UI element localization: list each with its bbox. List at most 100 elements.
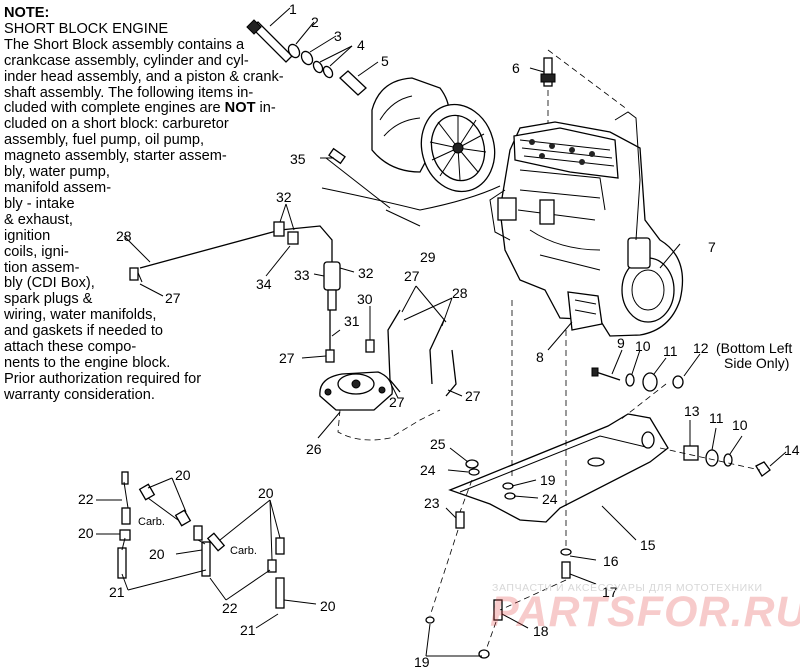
- callout-31: 31: [344, 313, 360, 329]
- callout-18: 18: [533, 623, 549, 639]
- callout-28a: 28: [116, 228, 132, 244]
- clamp-part-27a: [129, 267, 139, 281]
- callout-27d: 27: [389, 394, 405, 410]
- leader-25: [449, 447, 469, 463]
- spark-plug-part-6: [529, 57, 556, 87]
- callout-22a: 22: [78, 491, 94, 507]
- clamp-part-27b: [325, 349, 335, 363]
- washer-part-2: [287, 43, 301, 59]
- watermark-logo: PARTSFOR.RU: [490, 588, 800, 636]
- leader-14: [769, 451, 787, 467]
- leader-28b: [403, 297, 453, 321]
- mount-hardware-13-14: [683, 445, 771, 477]
- callout-20b: 20: [78, 525, 94, 541]
- callout-30: 30: [357, 291, 373, 307]
- washer-part-4: [312, 60, 334, 79]
- washer-part-3: [300, 50, 314, 66]
- callout-12-note-line2: Side Only): [724, 355, 789, 371]
- callout-19a: 19: [540, 472, 556, 488]
- watermark-tagline: ЗАПЧАСТИ И АКСЕССУАРЫ ДЛЯ МОТОТЕХНИКИ: [492, 582, 763, 594]
- leader-32a-2: [285, 203, 295, 231]
- leader-11a: [653, 357, 667, 375]
- note-body: The Short Block assembly contains a cran…: [4, 36, 294, 404]
- oil-pump-part-26: [319, 371, 393, 411]
- plug-wire-guide: [547, 49, 629, 111]
- callout-20c: 20: [258, 485, 274, 501]
- callout-28b: 28: [452, 285, 468, 301]
- leader-15: [601, 505, 637, 541]
- leader-29: [385, 209, 421, 227]
- callout-10a: 10: [635, 338, 651, 354]
- leader-32b: [339, 267, 355, 273]
- leader-27b: [301, 355, 327, 359]
- callout-19b: 19: [414, 654, 430, 670]
- leader-19a: [511, 479, 537, 487]
- leader-28b-2: [441, 297, 453, 327]
- callout-35: 35: [290, 151, 306, 167]
- leader-17: [569, 573, 597, 585]
- vent-line-detail: [117, 471, 285, 609]
- callout-3: 3: [334, 28, 342, 44]
- cable-part-29: [321, 185, 501, 211]
- callout-23: 23: [424, 495, 440, 511]
- callout-21b: 21: [240, 622, 256, 638]
- callout-11b: 11: [709, 410, 724, 426]
- callout-21a: 21: [109, 584, 125, 600]
- callout-5: 5: [381, 53, 389, 69]
- spacer-part-5: [339, 70, 367, 96]
- callout-4: 4: [357, 37, 365, 53]
- bolt-part-1: [246, 19, 293, 63]
- carb-label-a: Carb.: [138, 516, 165, 528]
- leader-27d: [391, 385, 399, 399]
- leader-27c: [401, 285, 417, 313]
- callout-32b: 32: [358, 265, 374, 281]
- callout-22b: 22: [222, 600, 238, 616]
- callout-20e: 20: [320, 598, 336, 614]
- callout-20d: 20: [149, 546, 165, 562]
- leader-10b: [729, 435, 743, 455]
- mount-hardware-9-12: [591, 367, 684, 392]
- note-body-part2: in- cluded on a short block: carburetor …: [4, 100, 276, 403]
- leader-31: [331, 329, 341, 337]
- leader-7: [659, 243, 681, 269]
- callout-29: 29: [420, 249, 436, 265]
- recoil-starter-housing: [371, 77, 496, 193]
- fitting-part-32: [273, 221, 299, 245]
- callout-6: 6: [512, 60, 520, 76]
- note-emphasis: NOT: [224, 100, 256, 117]
- callout-14: 14: [784, 442, 800, 458]
- leader-24b: [513, 495, 539, 499]
- callout-33: 33: [294, 267, 310, 283]
- callout-labels: 1 2 3 4 5 6 7 8 9 10 11 12 (Bottom Left …: [78, 1, 800, 670]
- callout-12-note-line1: (Bottom Left: [716, 340, 792, 356]
- short-block-note: NOTE: SHORT BLOCK ENGINE The Short Block…: [4, 5, 294, 404]
- leader-19b: [425, 623, 431, 657]
- leader-23: [445, 507, 457, 519]
- callout-12: 12: [693, 340, 709, 356]
- mount-guide-2: [659, 447, 761, 471]
- callout-11a: 11: [663, 343, 678, 359]
- callout-26: 26: [306, 441, 322, 457]
- callout-32a: 32: [276, 189, 292, 205]
- leader-27e: [447, 389, 463, 397]
- fuel-line-part-28: [139, 225, 333, 269]
- note-body-part1: The Short Block assembly contains a cran…: [4, 36, 284, 117]
- leader-9: [611, 349, 623, 375]
- plate-guides: [429, 300, 567, 651]
- leader-lines-top: [269, 7, 379, 77]
- callout-24a: 24: [420, 462, 436, 478]
- note-heading: NOTE:: [4, 5, 50, 21]
- engine-plate-part-15: [448, 413, 669, 523]
- callout-7: 7: [708, 239, 716, 255]
- engine-assembly-part-7: [489, 111, 684, 337]
- callout-10b: 10: [732, 417, 748, 433]
- leader-18: [501, 613, 529, 629]
- leader-12: [683, 353, 701, 377]
- carb-label-b: Carb.: [230, 545, 257, 557]
- leader-32a: [279, 203, 287, 223]
- note-subheading: SHORT BLOCK ENGINE: [4, 20, 169, 37]
- callout-2: 2: [311, 14, 319, 30]
- vent-leaders: [96, 477, 317, 629]
- callout-13: 13: [684, 403, 700, 419]
